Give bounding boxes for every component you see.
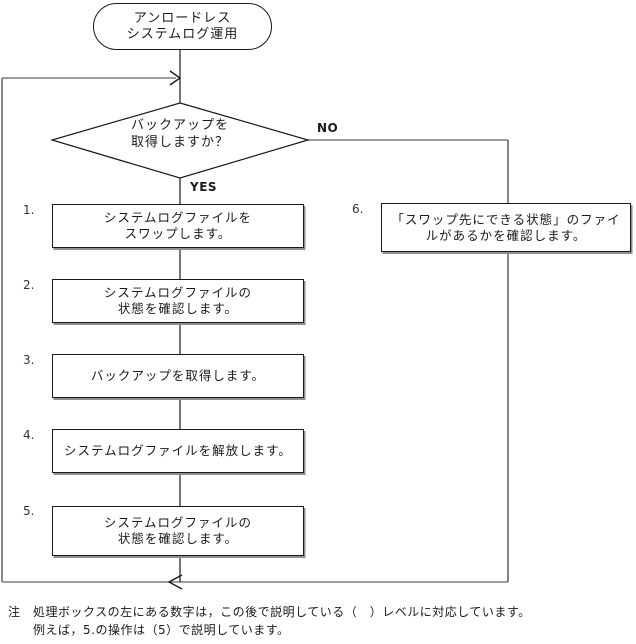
note-line1: 処理ボックスの左にある数字は，この後で説明している（ ）レベルに対応しています。	[33, 605, 531, 619]
decision-node-label: バックアップを 取得しますか？	[80, 117, 280, 151]
yes-branch-label: YES	[190, 180, 218, 194]
process-box-2-line2: 状態を確認します。	[117, 301, 239, 316]
arrowhead-right-icon	[169, 70, 182, 86]
note-label: 注	[8, 605, 21, 619]
step-number-6: 6.	[352, 202, 364, 216]
no-branch-label: NO	[317, 121, 339, 135]
process-box-1-line2: スワップします。	[124, 226, 232, 241]
start-node: アンロードレス システムログ運用	[93, 3, 272, 50]
arrowhead-left-icon	[167, 574, 183, 590]
decision-diamond	[49, 102, 311, 179]
decision-line1: バックアップを	[130, 118, 229, 133]
process-box-4: システムログファイルを解放します。	[52, 429, 304, 473]
process-box-3-line1: バックアップを取得します。	[90, 368, 266, 383]
process-box-3: バックアップを取得します。	[52, 354, 304, 398]
step-number-1: 1.	[23, 203, 35, 217]
process-box-1: システムログファイルを スワップします。	[52, 204, 304, 248]
step-number-4: 4.	[23, 428, 35, 442]
process-box-6: 「スワップ先にできる状態」のファイ ルがあるかを確認します。	[381, 203, 631, 252]
start-node-line1: アンロードレス	[133, 10, 232, 26]
step-number-5: 5.	[23, 504, 35, 518]
process-box-5: システムログファイルの 状態を確認します。	[52, 506, 304, 556]
process-box-6-line2: ルがあるかを確認します。	[425, 227, 587, 243]
process-box-2-line1: システムログファイルの	[103, 285, 253, 300]
process-box-4-line1: システムログファイルを解放します。	[64, 443, 292, 458]
process-box-6-line1: 「スワップ先にできる状態」のファイ	[391, 211, 621, 227]
decision-line2: 取得しますか？	[130, 135, 229, 150]
process-box-2: システムログファイルの 状態を確認します。	[52, 279, 304, 323]
step-number-3: 3.	[23, 353, 35, 367]
process-box-5-line2: 状態を確認します。	[117, 531, 239, 546]
step-number-2: 2.	[23, 278, 35, 292]
process-box-5-line1: システムログファイルの	[103, 515, 253, 530]
start-node-line2: システムログ運用	[126, 26, 239, 42]
note-line2: 例えば，5.の操作は（5）で説明しています。	[33, 623, 290, 637]
process-box-1-line1: システムログファイルを	[103, 210, 253, 225]
